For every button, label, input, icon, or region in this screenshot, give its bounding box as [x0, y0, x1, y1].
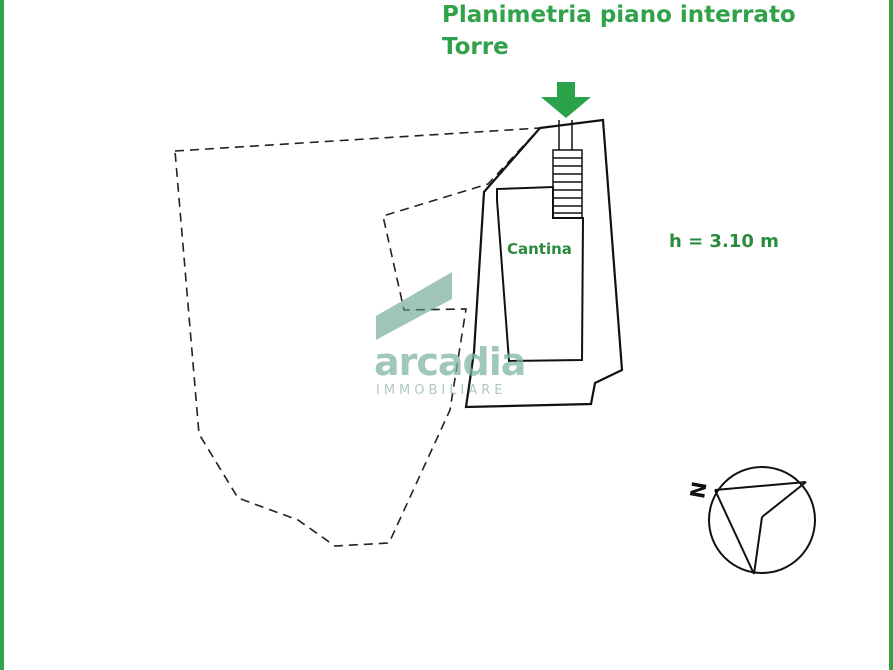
watermark-subtitle: IMMOBILIARE	[376, 383, 507, 398]
outdoor-area-outline	[174, 127, 542, 547]
ceiling-height-label: h = 3.10 m	[669, 231, 779, 252]
north-compass-icon	[708, 466, 816, 575]
staircase	[552, 120, 583, 219]
room-label-cantina: Cantina	[507, 240, 572, 258]
plan-subtitle: Torre	[442, 34, 509, 60]
watermark-brand: arcadia	[374, 340, 526, 384]
building-outline	[464, 118, 624, 409]
entrance-arrow-icon	[541, 82, 591, 118]
plan-title: Planimetria piano interrato	[442, 2, 796, 28]
brand-logo-icon	[376, 272, 452, 340]
